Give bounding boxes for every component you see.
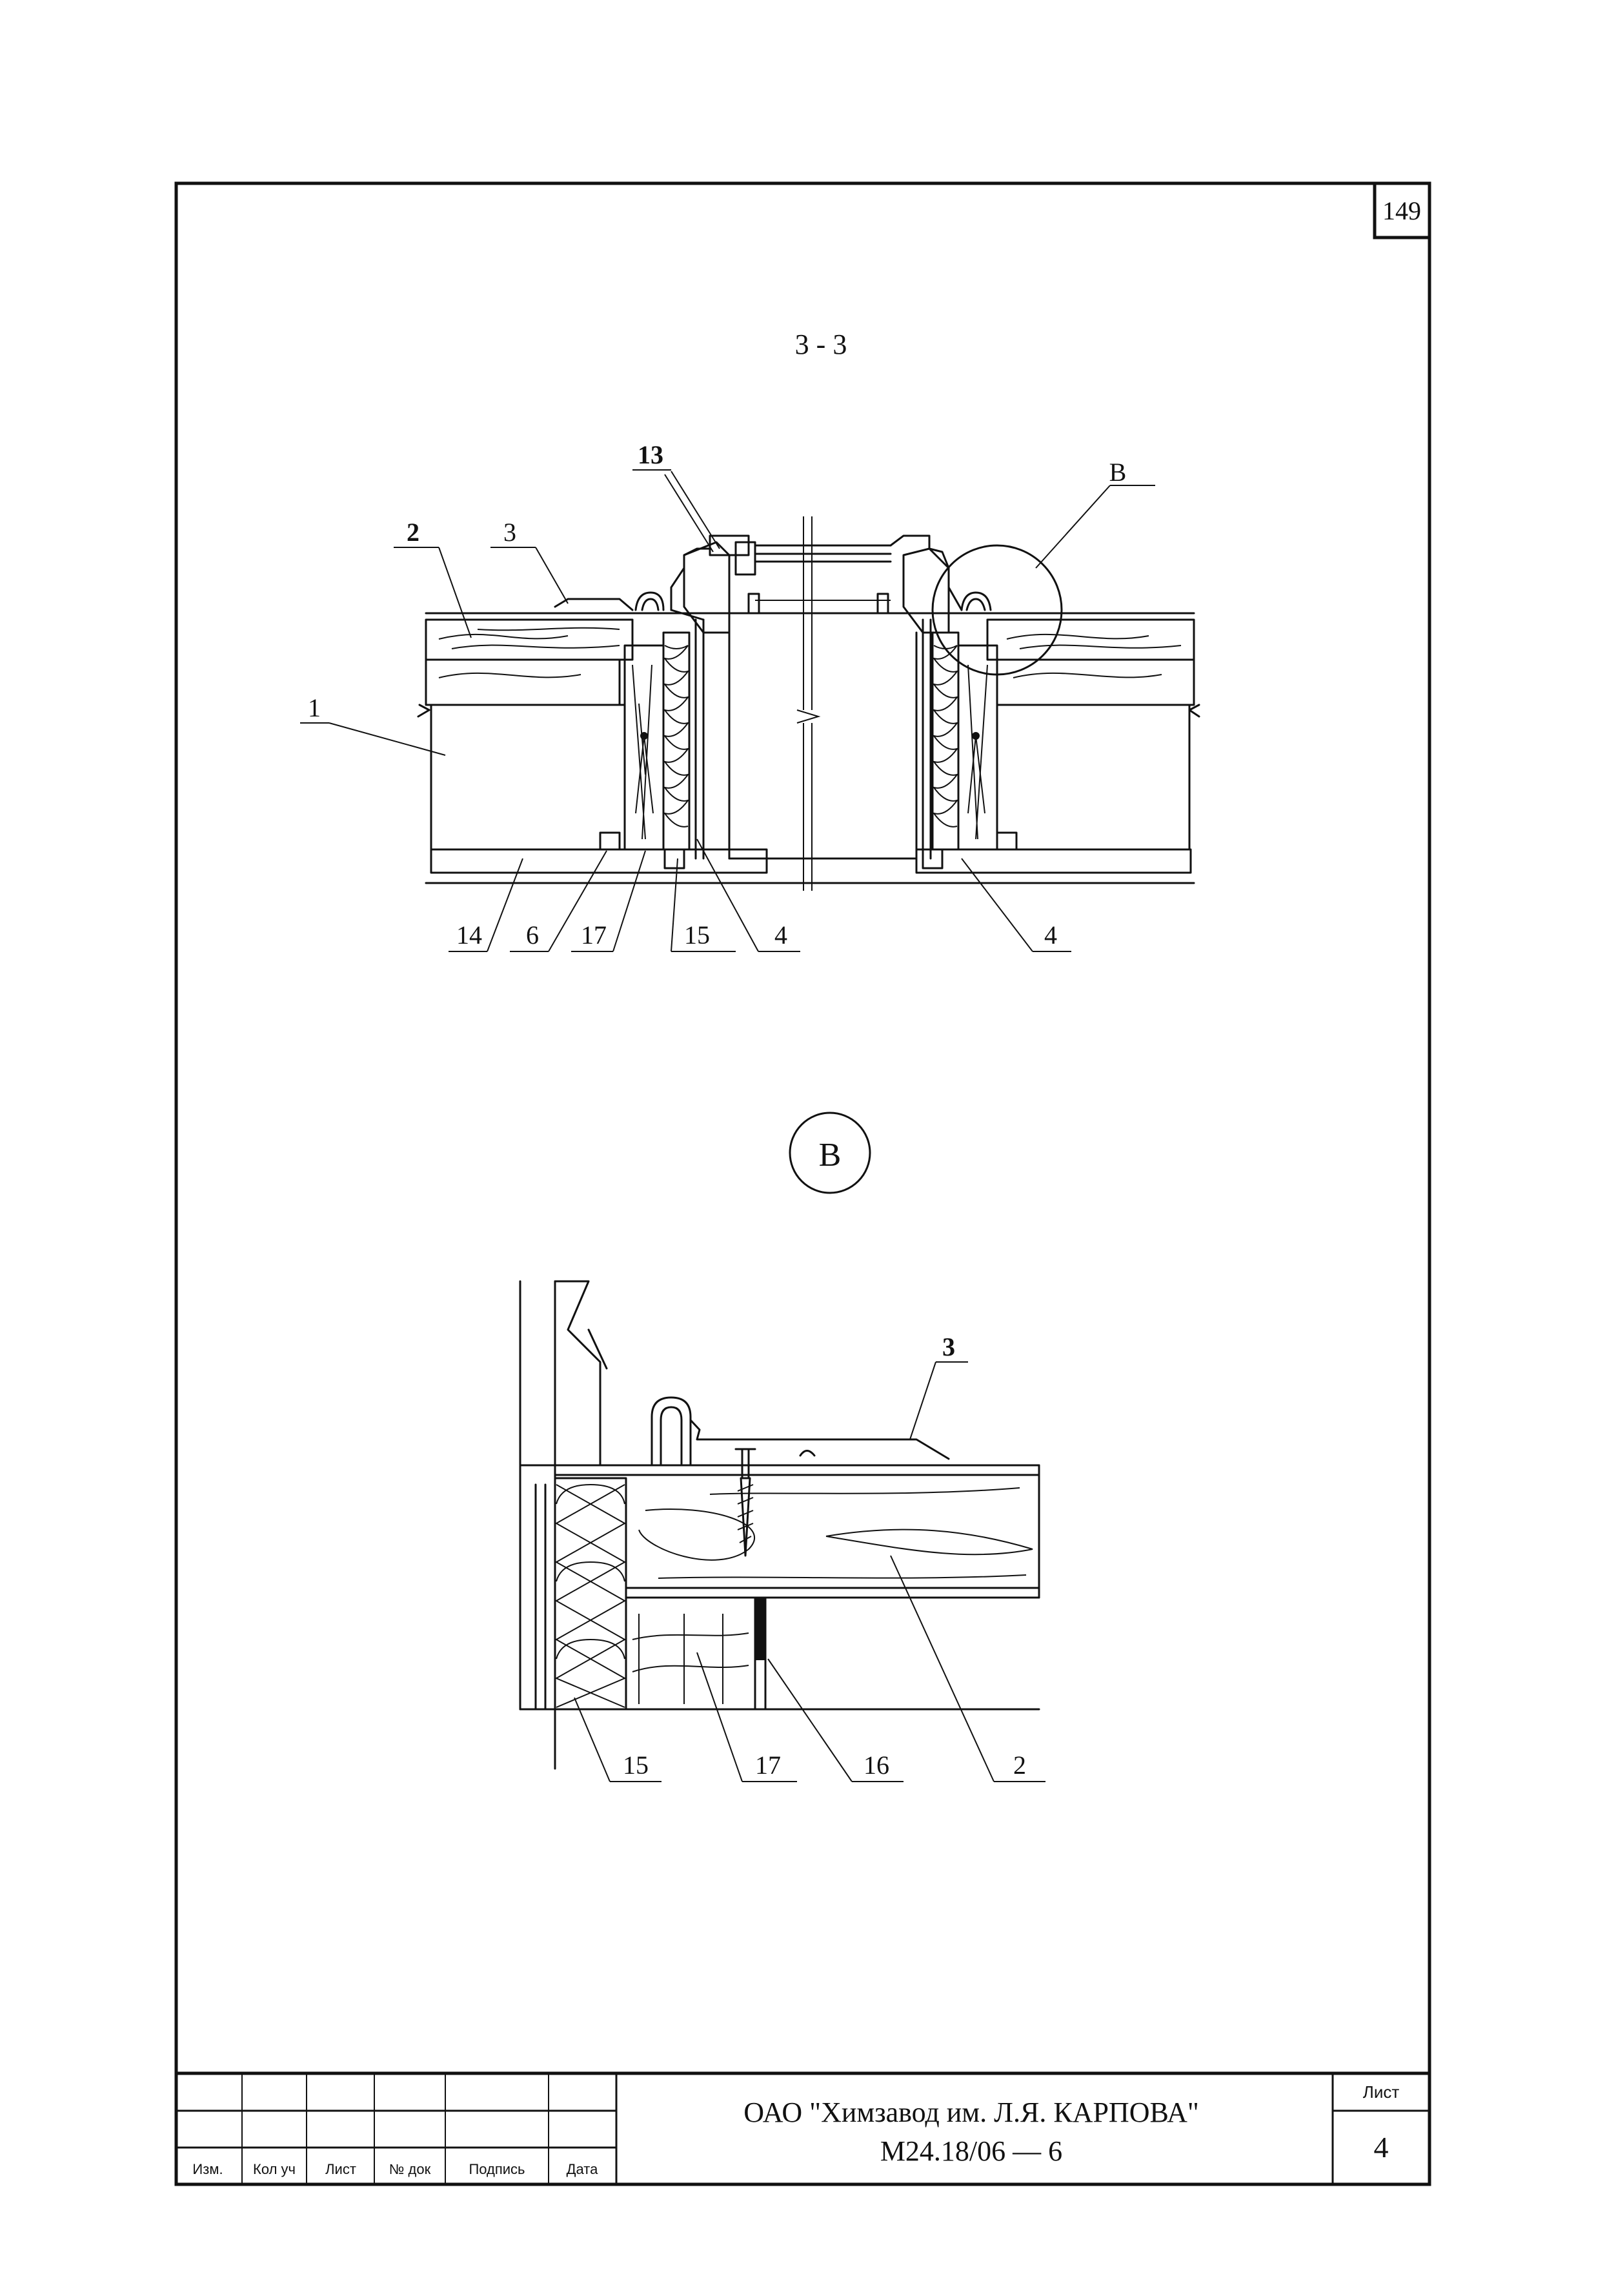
label-4-left: 4	[774, 920, 787, 950]
col-signature: Подпись	[469, 2161, 525, 2177]
label-17: 17	[581, 920, 607, 950]
detail-callout-circle	[931, 544, 1063, 676]
page-number: 149	[1382, 196, 1421, 225]
section-leaders: 13 B 2 3 1 14 6 17	[300, 440, 1155, 952]
company-name: ОАО "Химзавод им. Л.Я. КАРПОВА"	[743, 2097, 1199, 2128]
col-date: Дата	[567, 2161, 598, 2177]
detail-label-3: 3	[942, 1332, 955, 1361]
right-roof-panel	[876, 534, 1200, 874]
detail-label-16: 16	[864, 1751, 889, 1780]
label-14: 14	[456, 920, 482, 950]
label-1: 1	[308, 693, 321, 722]
detail-label-17: 17	[755, 1751, 781, 1780]
col-kol-uch: Кол уч	[253, 2161, 296, 2177]
page-number-box: 149	[1373, 183, 1429, 239]
sheet-number: 4	[1374, 2131, 1389, 2164]
document-code: М24.18/06 — 6	[880, 2135, 1062, 2167]
section-title: 3 - 3	[795, 329, 847, 360]
col-list: Лист	[325, 2161, 356, 2177]
center-glazing	[728, 516, 918, 891]
detail-b-drawing: 3 15 17 16 2	[519, 1280, 1045, 1782]
label-3: 3	[503, 518, 516, 547]
label-4-right: 4	[1044, 920, 1057, 950]
label-6: 6	[526, 920, 539, 950]
col-izm: Изм.	[192, 2161, 223, 2177]
sheet-frame: 149	[174, 181, 1431, 2186]
section-3-3-drawing: 13 B 2 3 1 14 6 17	[300, 440, 1200, 952]
title-block: Изм. Кол уч Лист № док Подпись Дата ОАО …	[175, 2071, 1431, 2186]
callout-b-label: B	[1109, 458, 1127, 487]
detail-label-15: 15	[623, 1751, 649, 1780]
col-doc-no: № док	[389, 2161, 431, 2177]
left-roof-panel	[417, 534, 768, 874]
detail-label-2: 2	[1013, 1751, 1026, 1780]
detail-b-letter: B	[819, 1137, 842, 1173]
label-15: 15	[684, 920, 710, 950]
label-2: 2	[407, 518, 419, 547]
detail-b-mark: B	[789, 1112, 871, 1194]
sheet-label: Лист	[1363, 2082, 1400, 2102]
label-13: 13	[638, 440, 663, 469]
